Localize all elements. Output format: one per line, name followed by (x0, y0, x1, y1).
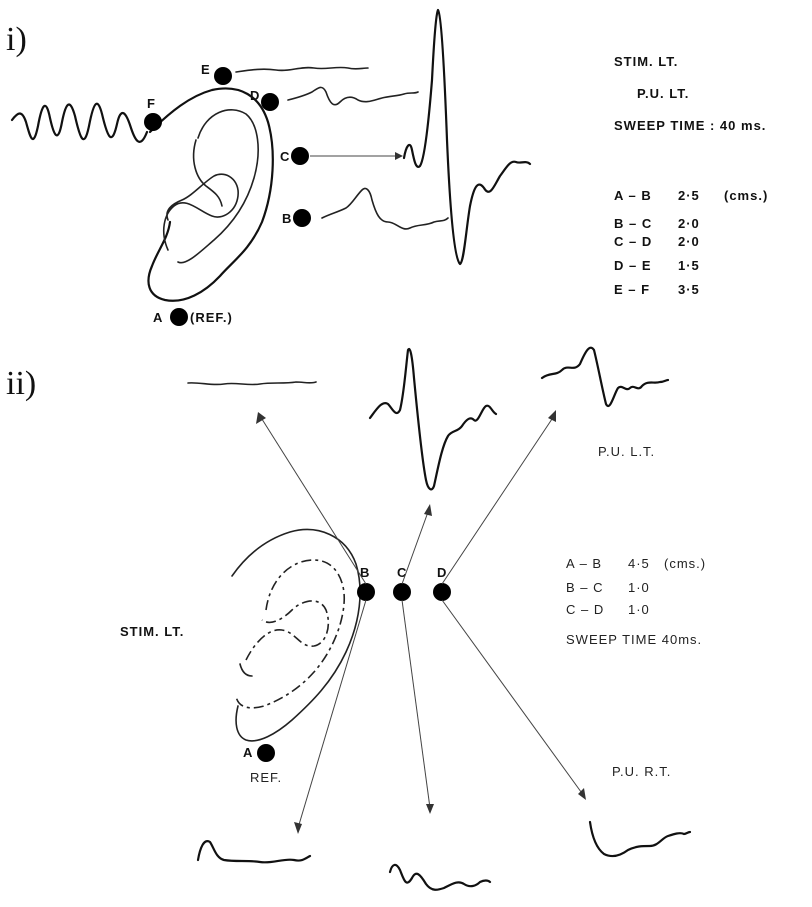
dist-pair: E – F (614, 282, 650, 297)
waveform-ii-top-center (368, 347, 498, 491)
electrode-c-dot (291, 147, 309, 165)
waveform-ii-bottom-center (388, 863, 492, 891)
panel-ii-label: ii) (6, 365, 36, 402)
distance-table-i: A – B 2·5 (cms.) B – C 2·0 C – D 2·0 D –… (614, 188, 768, 297)
electrode-f-dot (144, 113, 162, 131)
ear-helix-i (177, 109, 259, 264)
dist-unit: (cms.) (664, 556, 706, 571)
electrode-d-label: D (250, 88, 260, 103)
dist-value: 1·0 (628, 602, 650, 617)
electrode-ii-b-label: B (360, 565, 370, 580)
electrode-b-dot (293, 209, 311, 227)
waveform-c (402, 8, 532, 266)
sweep-label-ii: SWEEP TIME 40ms. (566, 632, 702, 647)
arrow-c-head (395, 152, 403, 160)
electrode-e-dot (214, 67, 232, 85)
dist-pair: D – E (614, 258, 652, 273)
electrode-f-label: F (147, 96, 156, 111)
dist-pair: C – D (614, 234, 652, 249)
waveform-ii-bottom-left (196, 840, 312, 864)
ear-antihelix-i (192, 139, 223, 207)
dist-pair: C – D (566, 602, 604, 617)
electrode-c-label: C (280, 149, 290, 164)
arrow-head (548, 410, 556, 422)
electrode-ii-b-dot (357, 583, 375, 601)
electrode-ii-c-dot (393, 583, 411, 601)
dist-unit: (cms.) (724, 188, 768, 203)
waveform-d (287, 86, 419, 106)
waveform-ii-top-left (187, 381, 317, 386)
dist-value: 1·0 (628, 580, 650, 595)
dist-value: 2·0 (678, 216, 700, 231)
electrode-ii-a-dot (257, 744, 275, 762)
electrode-b-label: B (282, 211, 292, 226)
ear-antihelix-ii (239, 663, 253, 677)
waveform-ii-top-right (540, 346, 670, 407)
electrode-a-dot (170, 308, 188, 326)
dist-value: 2·5 (678, 188, 700, 203)
distance-table-ii: A – B 4·5 (cms.) B – C 1·0 C – D 1·0 (566, 556, 706, 617)
stim-label-i: STIM. LT. (614, 54, 678, 69)
electrode-a-label: A (153, 310, 163, 325)
electrode-e-label: E (201, 62, 211, 77)
dist-pair: A – B (566, 556, 602, 571)
arrow-head (256, 412, 266, 424)
ear-inner-ii (245, 600, 330, 661)
electrode-d-dot (261, 93, 279, 111)
stim-label-ii: STIM. LT. (120, 624, 184, 639)
dist-pair: B – C (614, 216, 652, 231)
dist-pair: A – B (614, 188, 652, 203)
dist-pair: B – C (566, 580, 604, 595)
electrode-ii-a-label: A (243, 745, 253, 760)
arrow-head (578, 788, 586, 800)
pu-label-i: P.U. LT. (637, 86, 689, 101)
arrow-c-to-bottom (401, 599, 431, 809)
panel-i-label: i) (6, 21, 27, 58)
arrow-b-to-bottom-left (297, 599, 367, 829)
electrode-ii-ref-label: REF. (250, 770, 282, 785)
sweep-label-i: SWEEP TIME : 40 ms. (614, 118, 766, 133)
waveform-f (10, 102, 149, 143)
arrow-d-to-top-right (441, 415, 555, 585)
electrode-ii-d-dot (433, 583, 451, 601)
dist-value: 3·5 (678, 282, 700, 297)
electrode-a-ref-label: (REF.) (190, 310, 233, 325)
ear-outline-ii (231, 528, 361, 742)
pu-lt-label-ii: P.U. L.T. (598, 444, 655, 459)
arrow-head (424, 504, 432, 516)
dist-value: 4·5 (628, 556, 650, 571)
electrode-ii-d-label: D (437, 565, 447, 580)
pu-rt-label-ii: P.U. R.T. (612, 764, 671, 779)
dist-value: 2·0 (678, 234, 700, 249)
dist-value: 1·5 (678, 258, 700, 273)
ear-inner-i (162, 173, 239, 251)
arrow-c-to-top (401, 511, 429, 585)
arrow-head (294, 822, 302, 834)
arrow-d-to-bottom-right (441, 599, 585, 797)
electrode-ii-c-label: C (397, 565, 407, 580)
waveform-ii-bottom-right (588, 820, 692, 858)
ear-outline-i (147, 87, 274, 302)
arrow-b-to-top-left (259, 415, 367, 585)
arrow-head (426, 804, 434, 814)
waveform-b (321, 187, 449, 230)
waveform-e (235, 66, 369, 73)
